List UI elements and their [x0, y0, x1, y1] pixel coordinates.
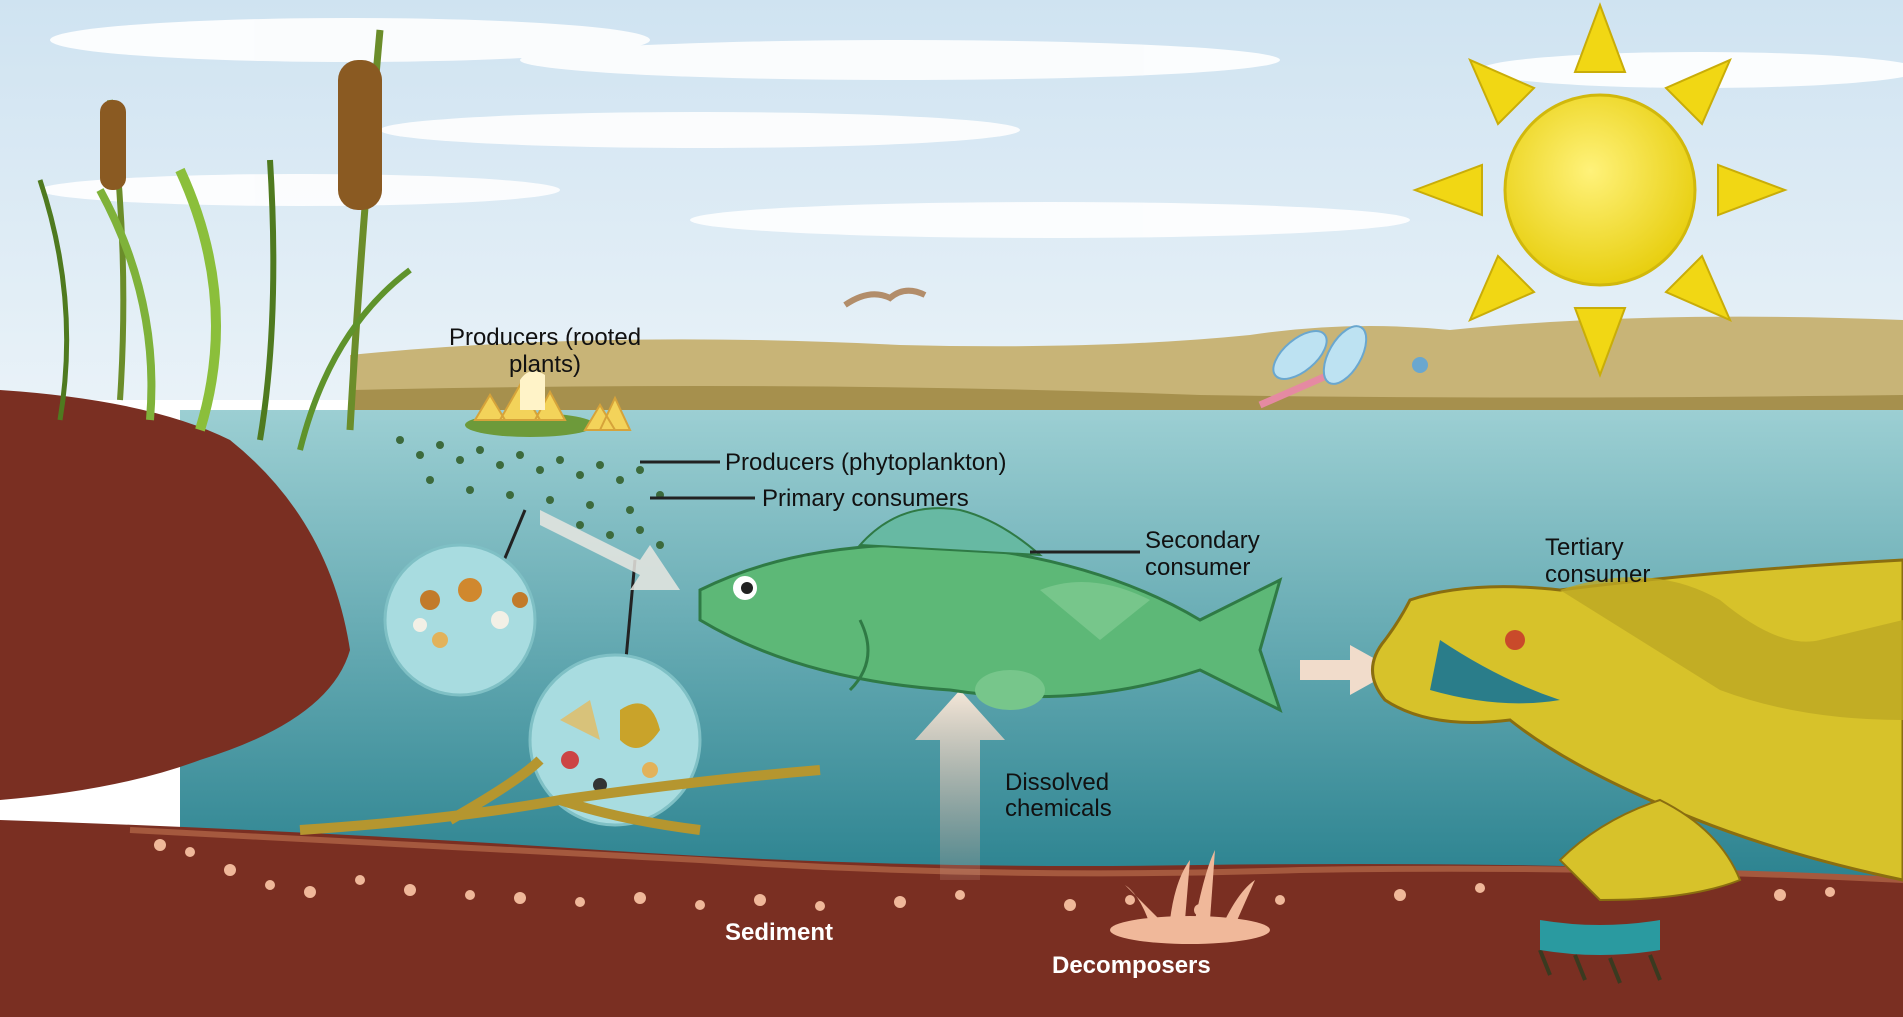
label-secondary-consumer-2: consumer	[1145, 554, 1250, 581]
label-tertiary-consumer-2: consumer	[1545, 561, 1650, 588]
label-decomposers: Decomposers	[1052, 952, 1211, 979]
label-sediment: Sediment	[725, 919, 833, 946]
label-tertiary-consumer: Tertiary	[1545, 534, 1624, 561]
label-dissolved-chemicals: Dissolved	[1005, 769, 1109, 796]
label-dissolved-chemicals-2: chemicals	[1005, 795, 1112, 822]
label-producers-phytoplankton: Producers (phytoplankton)	[725, 449, 1006, 476]
label-producers-rooted: Producers (rooted	[449, 324, 641, 351]
sun-icon	[1415, 5, 1785, 375]
label-producers-rooted-2: plants)	[509, 351, 581, 378]
label-primary-consumers: Primary consumers	[762, 485, 969, 512]
label-secondary-consumer: Secondary	[1145, 527, 1260, 554]
